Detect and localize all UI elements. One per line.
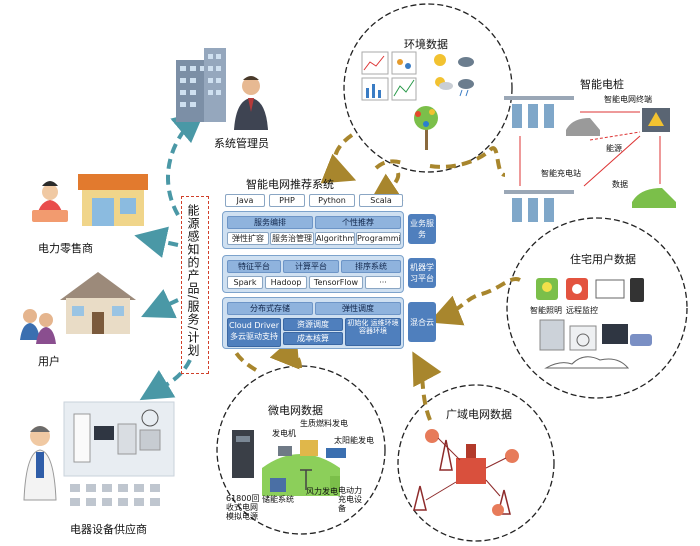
lang-python: Python xyxy=(309,194,355,207)
user-label: 用户 xyxy=(38,355,60,368)
data-tree-icon xyxy=(414,106,438,150)
supplier-person-icon xyxy=(23,426,57,501)
widegrid-icon xyxy=(413,429,519,516)
charging-diagram-icon xyxy=(504,96,676,222)
microgrid-title: 微电网数据 xyxy=(268,404,323,417)
generator-label: 发电机 xyxy=(272,429,296,438)
language-row: Java PHP Python Scala xyxy=(225,193,410,208)
chip-compute-platform: 计算平台 xyxy=(283,260,339,273)
appliances-panel-icon xyxy=(63,401,175,506)
chip-spark: Spark xyxy=(227,276,263,289)
env-charts-icon xyxy=(361,51,417,101)
station-label: 智能充电站 xyxy=(541,169,581,178)
gold-arrows xyxy=(229,133,521,421)
monitor-label: 远程监控 xyxy=(566,306,598,315)
supplier-label: 电器设备供应商 xyxy=(70,523,147,536)
chip-cost-accounting: 成本核算 xyxy=(283,332,343,345)
chip-personal-recommend: 个性推荐 xyxy=(315,216,401,229)
chip-programming: Programming xyxy=(356,232,401,245)
wind-label: 风力发电 xyxy=(306,487,338,496)
chip-hadoop: Hadoop xyxy=(265,276,307,289)
side-ml-platform: 机器学习平台 xyxy=(408,258,436,288)
chip-service-governance: 服务治管理 xyxy=(270,232,314,245)
home-circle xyxy=(506,217,688,399)
chip-feature-platform: 特征平台 xyxy=(227,260,281,273)
products-services-label: 能源感知的产品/服务/计划 xyxy=(186,204,200,358)
retailer-label: 电力零售商 xyxy=(38,242,93,255)
admin-person-icon xyxy=(234,76,268,130)
energy-label: 能源 xyxy=(606,144,622,153)
system-title: 智能电网推荐系统 xyxy=(246,178,334,191)
house-icon xyxy=(60,272,136,334)
chip-resource-scheduling: 资源调度 xyxy=(283,318,343,331)
chip-distributed-storage: 分布式存储 xyxy=(227,302,313,315)
lighting-label: 智能照明 xyxy=(530,306,562,315)
weather-icons xyxy=(434,54,474,97)
chip-tensorflow: TensorFlow xyxy=(309,276,363,289)
microgrid-devices-icon xyxy=(232,430,346,496)
shopkeeper-icon xyxy=(32,181,68,222)
ml-layer: 特征平台 计算平台 排序系统 Spark Hadoop TensorFlow ·… xyxy=(222,255,404,293)
chip-elastic-scale: 弹性扩容 xyxy=(227,232,269,245)
user-couple-icon xyxy=(20,309,56,344)
ev-label: 电动力充电设备 xyxy=(338,486,362,513)
products-services-box xyxy=(181,196,209,374)
widegrid-title: 广域电网数据 xyxy=(446,408,512,421)
chip-service-orchestration: 服务编排 xyxy=(227,216,313,229)
biomass-label: 生质燃料发电 xyxy=(300,419,348,428)
chip-algorithm: Algorithm xyxy=(315,232,355,245)
home-devices-icon xyxy=(536,278,652,369)
sim-label: 61800回收式电网模拟电源 xyxy=(226,494,260,521)
chip-cloud-driver: Cloud Driver 多云驱动支持 xyxy=(227,318,281,347)
terminal-label: 智能电网终端 xyxy=(604,95,652,104)
solar-label: 太阳能发电 xyxy=(334,436,374,445)
chip-ranking-system: 排序系统 xyxy=(341,260,401,273)
side-hybrid-cloud: 混合云 xyxy=(408,302,436,342)
chip-more: ··· xyxy=(365,276,401,289)
data-label: 数据 xyxy=(612,180,628,189)
storage-label: 储能系统 xyxy=(262,495,294,504)
charging-title: 智能电桩 xyxy=(580,78,624,91)
admin-label: 系统管理员 xyxy=(214,137,269,150)
teal-arrows xyxy=(134,110,206,401)
env-circle xyxy=(343,3,513,173)
shop-icon xyxy=(78,174,148,226)
chip-init-env: 初始化 运维环境 容器环境 xyxy=(345,318,401,346)
office-building-icon xyxy=(176,48,226,122)
chip-elastic-scheduling: 弹性调度 xyxy=(315,302,401,315)
env-title: 环境数据 xyxy=(404,38,448,51)
lang-java: Java xyxy=(225,194,265,207)
business-layer: 服务编排 个性推荐 弹性扩容 服务治管理 Algorithm Programmi… xyxy=(222,211,404,249)
cloud-layer: 分布式存储 弹性调度 Cloud Driver 多云驱动支持 资源调度 成本核算… xyxy=(222,297,404,349)
home-title: 住宅用户数据 xyxy=(570,253,636,266)
lang-php: PHP xyxy=(269,194,305,207)
side-business-service: 业务服务 xyxy=(408,214,436,244)
lang-scala: Scala xyxy=(359,194,403,207)
